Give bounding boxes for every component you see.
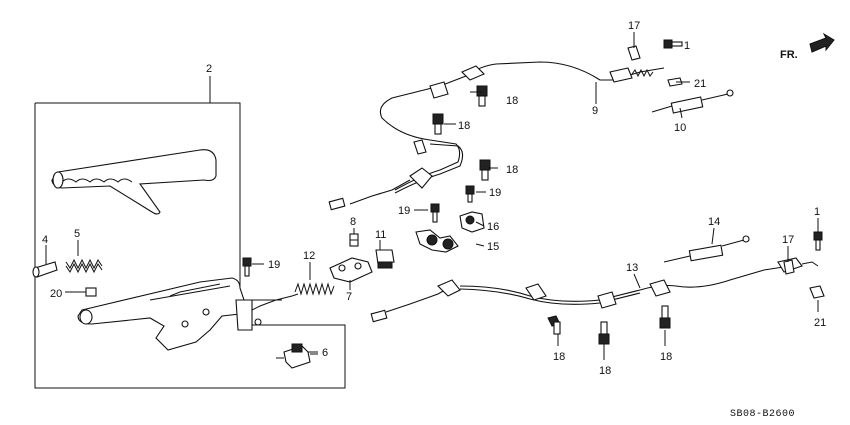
callout-18-6: 18: [660, 351, 672, 363]
callout-10: 10: [674, 122, 686, 134]
part-17-clip-lower: [783, 259, 795, 275]
part-21-clip-upper: [667, 77, 683, 87]
callout-18-1: 18: [506, 95, 518, 107]
part-11-adjust-nut: [375, 249, 395, 269]
part-18-bolt-4: [547, 315, 561, 335]
callout-15: 15: [487, 241, 499, 253]
callout-19-center: 19: [398, 205, 410, 217]
callout-21-upper: 21: [694, 78, 706, 90]
leader-lines: [45, 32, 819, 360]
lever-body: [77, 277, 299, 351]
part-18-bolt-3: [479, 159, 491, 181]
diagram-code: SB08-B2600: [730, 409, 795, 420]
part-12-spring: [294, 282, 335, 296]
part-7-equalizer: [329, 257, 373, 283]
lower-cable-part-13: [370, 257, 819, 323]
part-18-bolt-6: [659, 305, 671, 329]
part-8-pin: [349, 233, 359, 247]
callout-18-5: 18: [599, 365, 611, 377]
part-17-clip-upper: [627, 45, 641, 61]
callout-13: 13: [626, 262, 638, 274]
part-1-bolt-lower: [813, 231, 823, 251]
part-10-cable-end: [651, 89, 734, 114]
part-18-bolt-2: [432, 113, 444, 135]
callout-6: 6: [322, 347, 328, 359]
callout-1-upper: 1: [684, 40, 690, 52]
callout-19-left: 19: [268, 259, 280, 271]
callout-18-4: 18: [553, 351, 565, 363]
callout-14: 14: [708, 216, 720, 228]
part-14-cable-end: [663, 235, 750, 263]
callout-18-3: 18: [506, 164, 518, 176]
part-15-cable-guide: [415, 229, 459, 253]
callout-19-upper: 19: [489, 187, 501, 199]
part-4-bushing: [32, 261, 58, 278]
lever-assembly-box: [34, 76, 346, 389]
callout-16: 16: [487, 221, 499, 233]
part-19-bolt-left: [242, 257, 252, 277]
part-19-bolt-center: [430, 203, 440, 223]
callout-18-2: 18: [458, 120, 470, 132]
part-21-clip-lower: [809, 285, 825, 299]
callout-11: 11: [375, 229, 386, 241]
front-direction-arrow: [809, 32, 835, 53]
callout-labels: 2 4 5 20 19 12 7 8 11 6 15 16 19 19 18 1…: [42, 20, 826, 420]
part-5-spring: [65, 258, 103, 274]
part-1-bolt-upper: [663, 39, 683, 49]
part-19-bolt-upper: [465, 185, 475, 203]
part-6-switch: [276, 343, 318, 369]
lever-grip-cover: [51, 149, 217, 215]
part-20-clip: [75, 287, 97, 297]
callout-7: 7: [346, 291, 352, 303]
callout-17-lower: 17: [782, 234, 794, 246]
callout-20: 20: [50, 288, 62, 300]
callout-8: 8: [350, 216, 356, 228]
callout-2: 2: [206, 63, 212, 75]
callout-1-lower: 1: [814, 206, 820, 218]
part-16-cable-guide: [459, 211, 485, 233]
callout-12: 12: [303, 250, 315, 262]
front-direction-label: FR.: [780, 49, 798, 61]
callout-4: 4: [42, 234, 48, 246]
callout-21-lower: 21: [814, 317, 826, 329]
part-18-bolt-5: [598, 321, 610, 345]
callout-17-upper: 17: [628, 20, 640, 32]
upper-cable-part-9: [328, 61, 665, 211]
part-18-bolt-1: [476, 85, 488, 107]
callout-9: 9: [592, 105, 598, 117]
callout-5: 5: [74, 228, 80, 240]
